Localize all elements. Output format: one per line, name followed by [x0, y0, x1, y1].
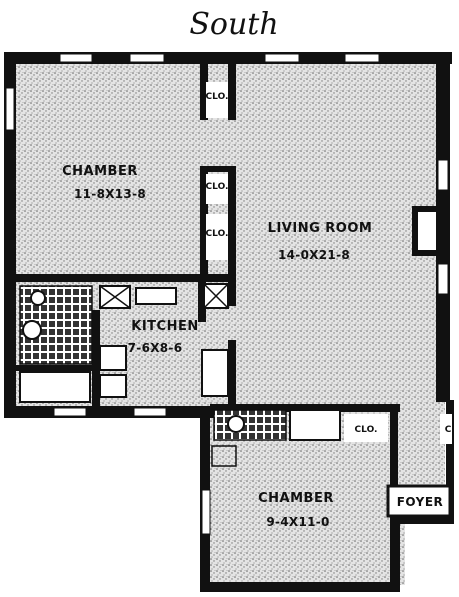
chamber-1-label: CHAMBER [62, 164, 138, 179]
kitchen-dimensions: 7-6X8-6 [128, 341, 183, 355]
compass-direction-label: South [189, 7, 278, 42]
closets [206, 82, 452, 444]
living-room-dimensions: 14-0X21-8 [278, 248, 350, 262]
closet-label-5: C [445, 425, 452, 435]
fireplace [412, 206, 438, 256]
closet-label-4: CLO. [355, 425, 378, 435]
bathroom-fixtures [211, 409, 341, 467]
exterior-walls [4, 52, 454, 592]
closet-label-2: CLO. [206, 182, 229, 192]
kitchen-label: KITCHEN [131, 319, 198, 334]
closet-label-3: CLO. [206, 229, 229, 239]
closet-label-1: CLO. [206, 92, 229, 102]
chamber-2-dimensions: 9-4X11-0 [266, 515, 329, 529]
living-room-label: LIVING ROOM [268, 221, 373, 236]
windows [5, 53, 449, 535]
foyer-area [386, 484, 452, 518]
chamber-1-dimensions: 11-8X13-8 [74, 187, 146, 201]
foyer-label: FOYER [397, 495, 444, 509]
kitchen-fixtures [19, 283, 229, 403]
interior-walls [14, 62, 400, 488]
chamber-2-label: CHAMBER [258, 491, 334, 506]
